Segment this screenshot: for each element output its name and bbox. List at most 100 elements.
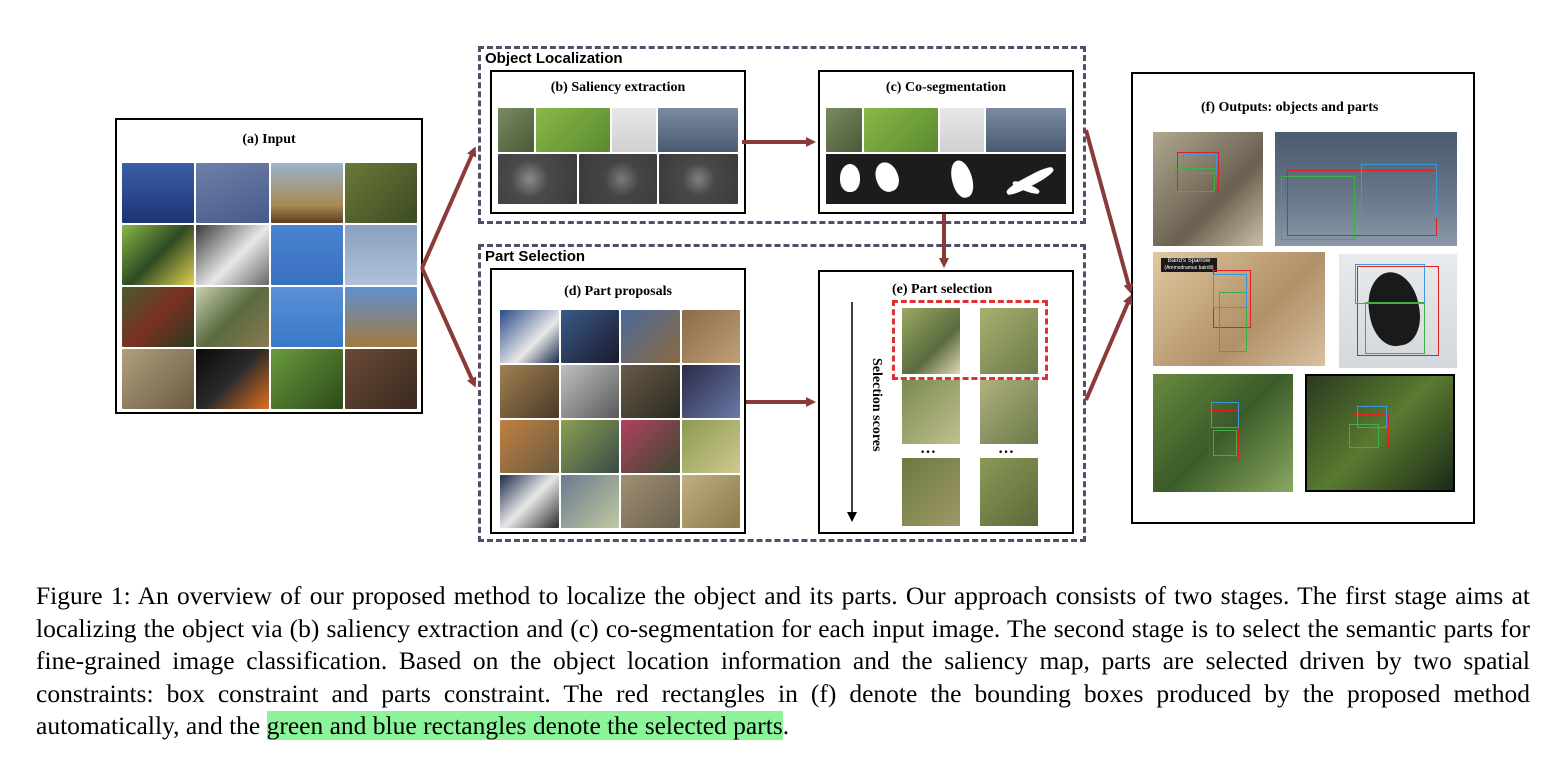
coseg-image bbox=[986, 108, 1066, 152]
part-proposal-image bbox=[560, 475, 619, 528]
part-proposal-image bbox=[500, 365, 559, 418]
output-image bbox=[1305, 374, 1455, 492]
coseg-image bbox=[940, 108, 984, 152]
sign-title: Baird's Sparrow bbox=[1167, 258, 1211, 264]
output-image bbox=[1275, 132, 1457, 246]
part-proposal-image bbox=[681, 420, 740, 473]
coseg-title: (c) Co-segmentation bbox=[885, 80, 1007, 95]
input-panel: (a) Input bbox=[115, 118, 423, 414]
caption-highlighted-text: green and blue rectangles denote the sel… bbox=[266, 711, 783, 740]
input-image bbox=[122, 349, 195, 409]
saliency-map bbox=[659, 154, 738, 204]
part-selection-panel: (e) Part selection Selection scores … … bbox=[818, 270, 1074, 534]
part-proposal-image bbox=[681, 365, 740, 418]
candidate-part-image bbox=[902, 458, 960, 526]
part-box-green bbox=[1349, 424, 1379, 448]
part-proposal-image bbox=[621, 475, 680, 528]
input-image bbox=[344, 349, 417, 409]
input-title: (a) Input bbox=[242, 132, 296, 147]
part-proposal-image bbox=[621, 310, 680, 363]
part-box-green bbox=[1365, 302, 1425, 354]
arrow-coseg-to-outputs bbox=[1084, 129, 1134, 294]
part-proposal-image bbox=[560, 365, 619, 418]
input-image bbox=[196, 163, 269, 223]
species-sign: Baird's Sparrow (Ammodramus bairdii) bbox=[1161, 258, 1217, 272]
coseg-mask bbox=[840, 164, 860, 192]
caption-text: Figure 1: An overview of our proposed me… bbox=[36, 581, 1530, 740]
selected-part-image bbox=[902, 308, 960, 374]
saliency-map-row bbox=[498, 154, 738, 204]
part-proposal-image bbox=[621, 420, 680, 473]
saliency-map bbox=[578, 154, 658, 204]
output-image bbox=[1339, 254, 1457, 368]
part-box-blue bbox=[1211, 402, 1239, 428]
output-image bbox=[1153, 132, 1263, 246]
part-box-green bbox=[1213, 430, 1237, 456]
arrow-input-to-part-selection bbox=[420, 267, 477, 388]
selected-part-image bbox=[980, 308, 1038, 374]
input-image bbox=[122, 287, 195, 347]
selected-parts-highlight bbox=[892, 300, 1048, 380]
part-proposals-title: (d) Part proposals bbox=[564, 284, 672, 299]
part-selection-title: (e) Part selection bbox=[892, 282, 993, 297]
object-localization-label: Object Localization bbox=[485, 50, 623, 67]
input-image bbox=[196, 225, 269, 285]
saliency-image bbox=[658, 108, 738, 152]
input-image bbox=[344, 225, 417, 285]
part-box-blue bbox=[1213, 274, 1247, 308]
outputs-panel: (f) Outputs: objects and parts Baird's S… bbox=[1131, 72, 1475, 524]
part-proposal-image bbox=[621, 365, 680, 418]
coseg-mask bbox=[947, 158, 977, 200]
ellipsis-left: … bbox=[920, 440, 936, 457]
part-box-blue bbox=[1361, 164, 1437, 218]
part-proposal-image bbox=[500, 475, 559, 528]
figure-caption: Figure 1: An overview of our proposed me… bbox=[36, 580, 1530, 743]
saliency-image bbox=[612, 108, 656, 152]
output-image bbox=[1153, 374, 1293, 492]
input-image bbox=[344, 163, 417, 223]
input-image bbox=[122, 163, 195, 223]
caption-text-end: . bbox=[782, 711, 790, 740]
input-image bbox=[270, 349, 343, 409]
saliency-source-row bbox=[498, 108, 738, 152]
part-box-blue bbox=[1355, 264, 1425, 304]
part-proposals-grid bbox=[500, 310, 740, 528]
sign-subtitle: (Ammodramus bairdii) bbox=[1164, 265, 1214, 271]
input-image bbox=[270, 225, 343, 285]
saliency-title: (b) Saliency extraction bbox=[550, 80, 686, 95]
saliency-panel: (b) Saliency extraction bbox=[490, 70, 746, 214]
arrow-input-to-localization bbox=[420, 146, 477, 269]
coseg-source-row bbox=[826, 108, 1066, 152]
input-image bbox=[270, 163, 343, 223]
coseg-mask bbox=[871, 159, 903, 195]
part-selection-label: Part Selection bbox=[485, 248, 586, 265]
coseg-mask-row bbox=[826, 154, 1066, 204]
ellipsis-right: … bbox=[998, 440, 1014, 457]
candidate-part-image bbox=[980, 380, 1038, 444]
part-box-green bbox=[1219, 292, 1247, 352]
coseg-image bbox=[864, 108, 938, 152]
input-image bbox=[270, 287, 343, 347]
part-box-green bbox=[1175, 168, 1215, 192]
cosegmentation-panel: (c) Co-segmentation bbox=[818, 70, 1074, 214]
part-proposals-panel: (d) Part proposals bbox=[490, 268, 746, 534]
input-image-grid bbox=[122, 163, 417, 409]
part-proposal-image bbox=[681, 310, 740, 363]
candidate-part-image bbox=[902, 380, 960, 444]
input-image bbox=[344, 287, 417, 347]
candidate-part-image bbox=[980, 458, 1038, 526]
coseg-image bbox=[826, 108, 862, 152]
object-box bbox=[1357, 266, 1439, 356]
saliency-image bbox=[498, 108, 534, 152]
part-box-blue bbox=[1183, 154, 1217, 174]
input-image bbox=[196, 349, 269, 409]
part-proposal-image bbox=[560, 420, 619, 473]
part-proposal-image bbox=[500, 310, 559, 363]
arrow-selection-to-outputs bbox=[1084, 294, 1133, 401]
part-box-blue bbox=[1357, 406, 1387, 428]
input-image bbox=[196, 287, 269, 347]
part-box-green bbox=[1281, 176, 1355, 240]
part-proposal-image bbox=[500, 420, 559, 473]
selection-scores-arrow bbox=[847, 302, 857, 522]
input-image bbox=[122, 225, 195, 285]
